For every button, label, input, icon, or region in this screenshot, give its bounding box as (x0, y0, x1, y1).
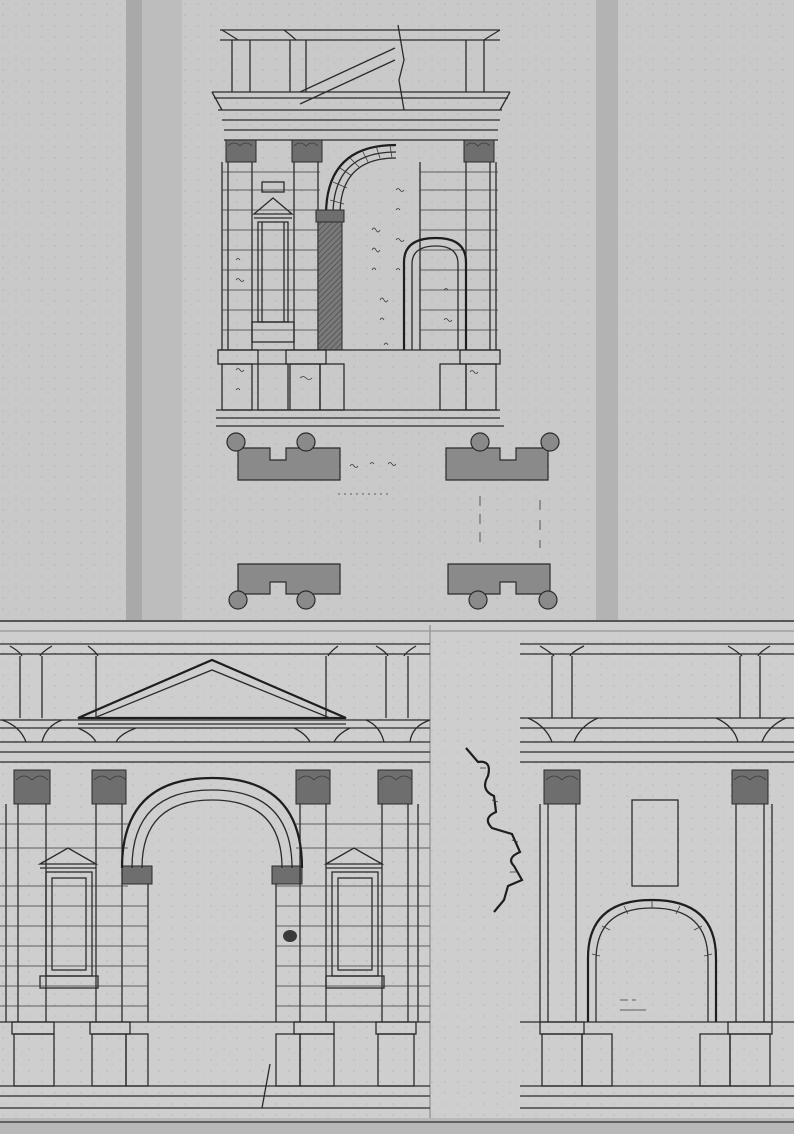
upper-arch-elevation (211, 24, 560, 610)
upper-plan-top (226, 432, 560, 495)
upper-main-arch (315, 143, 397, 351)
upper-entablature (211, 91, 511, 141)
right-arch (586, 898, 718, 1022)
lower-left-window (37, 847, 99, 989)
lower-right-window (323, 847, 385, 989)
cornice-profile (465, 747, 524, 913)
upper-handwritten-annotations (235, 188, 479, 391)
right-wall-panel (631, 799, 679, 887)
upper-plan-bottom (228, 496, 558, 610)
right-scale-note (620, 999, 646, 1011)
right-entablature (520, 717, 794, 763)
lower-central-arch (120, 776, 304, 1022)
lower-capitals (13, 769, 413, 885)
upper-capitals (225, 139, 495, 163)
lower-ashlar-courses (0, 823, 430, 1007)
upper-ashlar-courses (222, 171, 498, 331)
right-pedestals (520, 1021, 794, 1109)
lower-right-bay-elevation (465, 643, 794, 1109)
upper-attic (220, 24, 501, 111)
right-attic (520, 643, 794, 718)
lower-pedestals (0, 1021, 430, 1109)
lower-entablature (0, 719, 431, 763)
lower-left-arch-facade (0, 643, 431, 1109)
right-capitals (543, 769, 769, 805)
upper-aedicule (251, 181, 295, 343)
right-columns (539, 804, 773, 1022)
upper-pedestals (216, 349, 504, 427)
lower-attic-pediment (0, 643, 430, 725)
upper-side-arch (402, 236, 468, 350)
